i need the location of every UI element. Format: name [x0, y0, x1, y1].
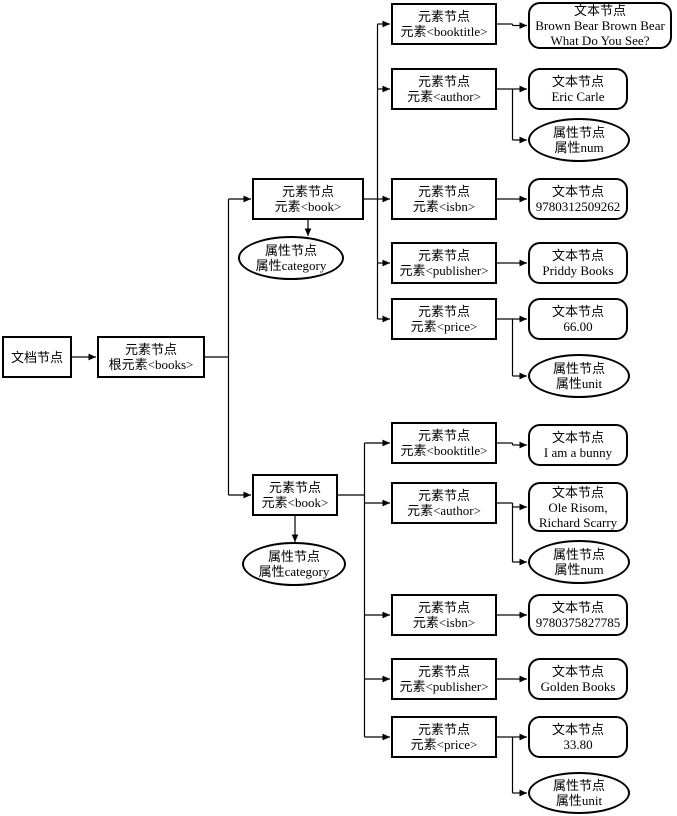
node-label-line: 元素<booktitle> [400, 24, 488, 39]
node-label-line: 属性category [255, 258, 327, 273]
b1-price-node: 元素节点元素<price> [391, 298, 497, 340]
node-label-line: 属性节点 [552, 125, 605, 140]
book1-node: 元素节点元素<book> [252, 178, 364, 220]
node-label-line: Brown Bear Brown Bear [535, 18, 665, 33]
node-label-line: 文档节点 [10, 349, 63, 365]
node-label-line: Eric Carle [551, 89, 605, 104]
b2-author-node: 元素节点元素<author> [391, 482, 497, 524]
book1-attr-node: 属性节点属性category [238, 236, 344, 280]
b2-pub-node: 元素节点元素<publisher> [391, 658, 497, 700]
b1-price-attr-node: 属性节点属性unit [528, 354, 630, 398]
doc-node: 文档节点 [2, 336, 72, 378]
b1-title-node: 元素节点元素<booktitle> [391, 3, 497, 45]
node-label-line: Richard Scarry [538, 514, 618, 530]
node-label-line: 元素<price> [410, 319, 478, 334]
node-label-line: 文本节点 [551, 304, 604, 319]
node-label-line: 元素节点 [417, 664, 470, 679]
node-label-line: 属性节点 [552, 361, 605, 376]
node-label-line: 元素<isbn> [412, 615, 476, 630]
node-label-line: 33.80 [563, 737, 593, 752]
b2-isbn-node: 元素节点元素<isbn> [391, 594, 497, 636]
node-label-line: 元素<publisher> [399, 679, 489, 694]
b1-isbn-node: 元素节点元素<isbn> [391, 178, 497, 220]
node-label-line: 文本节点 [551, 430, 604, 445]
node-label-line: 文本节点 [551, 600, 604, 615]
b1-author-attr-node: 属性节点属性num [528, 118, 630, 162]
node-label-line: 属性category [258, 564, 330, 579]
book2-node: 元素节点元素<book> [252, 474, 338, 516]
b2-author-attr-node: 属性节点属性num [528, 540, 630, 584]
node-label-line: Priddy Books [542, 263, 614, 278]
b2-price-node: 元素节点元素<price> [391, 716, 497, 758]
node-label-line: 元素节点 [417, 488, 470, 503]
node-label-line: 66.00 [563, 319, 593, 334]
node-label-line: 属性节点 [264, 243, 317, 258]
node-label-line: 属性unit [555, 793, 603, 808]
root-node: 元素节点根元素<books> [97, 336, 205, 378]
node-label-line: 文本节点 [551, 74, 604, 89]
node-label-line: 元素<book> [261, 495, 329, 510]
node-label-line: 9780375827785 [535, 615, 621, 630]
book2-attr-node: 属性节点属性category [242, 542, 346, 586]
node-label-line: 元素节点 [417, 600, 470, 615]
node-label-line: 元素<price> [410, 737, 478, 752]
b1-pub-node: 元素节点元素<publisher> [391, 242, 497, 284]
node-label-line: 元素<author> [407, 89, 481, 104]
node-label-line: 属性num [554, 140, 604, 155]
node-label-line: 元素节点 [417, 184, 470, 199]
node-label-line: 根元素<books> [108, 357, 194, 372]
node-label-line: 元素节点 [417, 304, 470, 319]
node-label-line: 文本节点 [551, 664, 604, 679]
node-label-line: 元素节点 [417, 428, 470, 443]
node-label-line: 文本节点 [551, 184, 604, 199]
node-label-line: 属性节点 [552, 778, 605, 793]
node-label-line: 文本节点 [573, 3, 626, 18]
node-label-line: What Do You See? [550, 33, 650, 48]
node-label-line: 元素节点 [417, 722, 470, 737]
b2-title-node: 元素节点元素<booktitle> [391, 422, 497, 464]
node-label-line: 文本节点 [551, 722, 604, 737]
node-label-line: 属性unit [555, 376, 603, 391]
node-label-line: 元素节点 [124, 342, 177, 357]
node-label-line: Golden Books [540, 679, 616, 694]
node-label-line: 9780312509262 [535, 199, 621, 214]
node-label-line: 元素节点 [417, 9, 470, 24]
node-label-line: 属性节点 [267, 549, 320, 564]
node-label-line: Ole Risom, [548, 499, 608, 515]
node-label-line: 元素<booktitle> [400, 443, 488, 458]
node-label-line: 文本节点 [551, 484, 604, 500]
b2-price-attr-node: 属性节点属性unit [528, 772, 630, 814]
node-label-line: 元素<book> [274, 199, 342, 214]
node-label-line: 属性节点 [552, 547, 605, 562]
node-label-line: 元素<isbn> [412, 199, 476, 214]
node-label-line: 元素节点 [268, 480, 321, 495]
node-label-line: 元素<publisher> [399, 263, 489, 278]
node-label-line: I am a bunny [543, 445, 613, 460]
node-label-line: 元素<author> [407, 503, 481, 518]
node-label-line: 元素节点 [281, 184, 334, 199]
node-label-line: 元素节点 [417, 248, 470, 263]
b1-author-node: 元素节点元素<author> [391, 68, 497, 110]
node-label-line: 元素节点 [417, 74, 470, 89]
node-label-line: 属性num [554, 562, 604, 577]
node-label-line: 文本节点 [551, 248, 604, 263]
